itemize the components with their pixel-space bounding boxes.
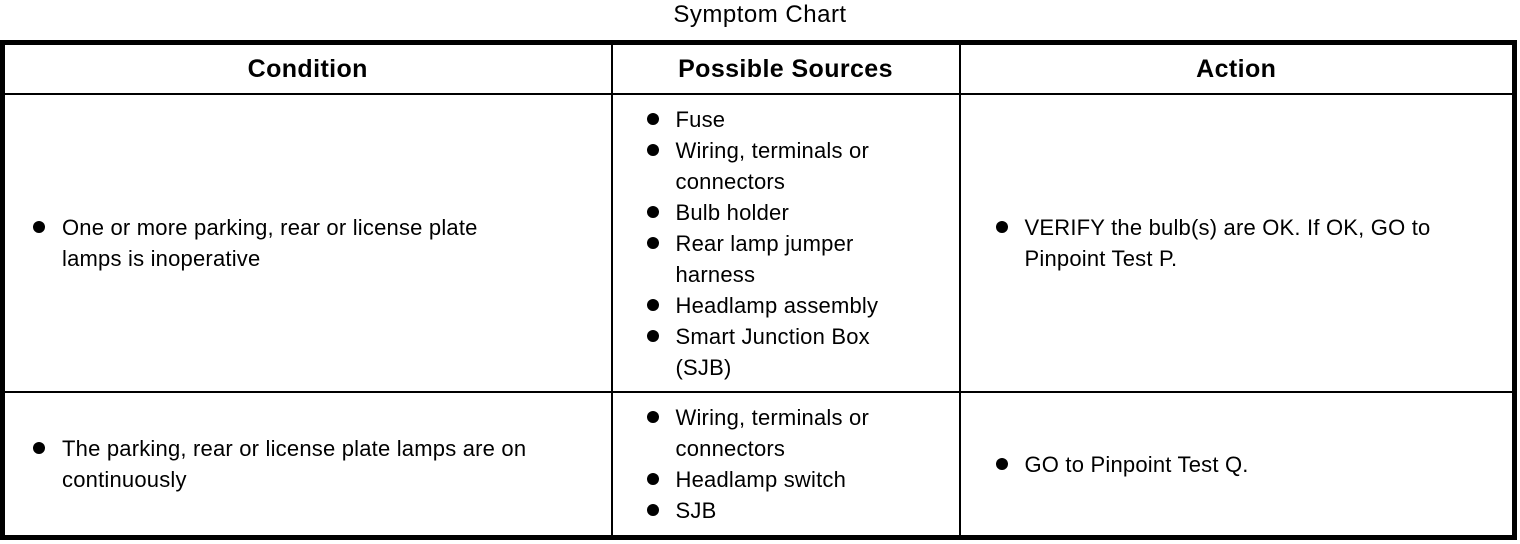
list-item: Wiring, terminals or connectors	[646, 402, 951, 464]
action-cell: VERIFY the bulb(s) are OK. If OK, GO to …	[958, 92, 1516, 394]
list-item: VERIFY the bulb(s) are OK. If OK, GO to …	[995, 212, 1503, 274]
bullet-icon	[646, 329, 659, 342]
bullet-icon	[995, 457, 1008, 470]
list-item: Smart Junction Box (SJB)	[646, 321, 951, 383]
condition-text: One or more parking, rear or license pla…	[62, 215, 478, 272]
source-text: Bulb holder	[675, 199, 789, 225]
bullet-icon	[646, 143, 659, 156]
source-text: Wiring, terminals or connectors	[675, 405, 869, 462]
bullet-icon	[33, 221, 45, 234]
action-text: VERIFY the bulb(s) are OK. If OK, GO to …	[1024, 215, 1431, 272]
source-text: SJB	[675, 498, 717, 524]
bullet-icon	[33, 442, 45, 455]
condition-cell: One or more parking, rear or license pla…	[1, 92, 613, 394]
column-header-condition: Condition	[1, 41, 613, 95]
bullet-icon	[646, 236, 659, 249]
bullet-icon	[646, 411, 659, 424]
bullet-icon	[995, 221, 1008, 234]
bullet-icon	[646, 473, 659, 486]
source-text: Headlamp switch	[675, 467, 847, 493]
possible-sources-cell: Wiring, terminals or connectors Headlamp…	[610, 391, 961, 539]
source-text: Wiring, terminals or connectors	[675, 137, 869, 194]
list-item: Wiring, terminals or connectors	[646, 135, 951, 197]
bullet-icon	[646, 205, 659, 218]
bullet-icon	[646, 298, 659, 311]
list-item: Headlamp switch	[646, 464, 951, 495]
symptom-table: Condition Possible Sources Action One or…	[0, 40, 1517, 540]
list-item: SJB	[646, 495, 951, 526]
table-header-row: Condition Possible Sources Action	[1, 41, 1516, 95]
column-header-action: Action	[958, 41, 1516, 95]
possible-sources-cell: Fuse Wiring, terminals or connectors	[610, 92, 961, 394]
source-text: Rear lamp jumper harness	[675, 230, 854, 287]
source-text: Fuse	[675, 106, 726, 132]
bullet-icon	[646, 504, 659, 517]
table-row: The parking, rear or license plate lamps…	[1, 391, 1516, 539]
list-item: Headlamp assembly	[646, 290, 951, 321]
source-text: Headlamp assembly	[675, 292, 879, 318]
list-item: Fuse	[646, 104, 951, 135]
condition-text: The parking, rear or license plate lamps…	[62, 436, 527, 493]
action-cell: GO to Pinpoint Test Q.	[958, 391, 1516, 539]
list-item: The parking, rear or license plate lamps…	[33, 433, 601, 495]
list-item: Rear lamp jumper harness	[646, 228, 951, 290]
bullet-icon	[646, 112, 659, 125]
source-text: Smart Junction Box (SJB)	[675, 323, 870, 380]
list-item: GO to Pinpoint Test Q.	[995, 449, 1503, 480]
page-title: Symptom Chart	[673, 1, 847, 28]
list-item: One or more parking, rear or license pla…	[33, 212, 601, 274]
table-row: One or more parking, rear or license pla…	[1, 92, 1516, 394]
column-header-possible-sources: Possible Sources	[610, 41, 961, 95]
list-item: Bulb holder	[646, 197, 951, 228]
action-text: GO to Pinpoint Test Q.	[1024, 451, 1249, 477]
condition-cell: The parking, rear or license plate lamps…	[1, 391, 613, 539]
